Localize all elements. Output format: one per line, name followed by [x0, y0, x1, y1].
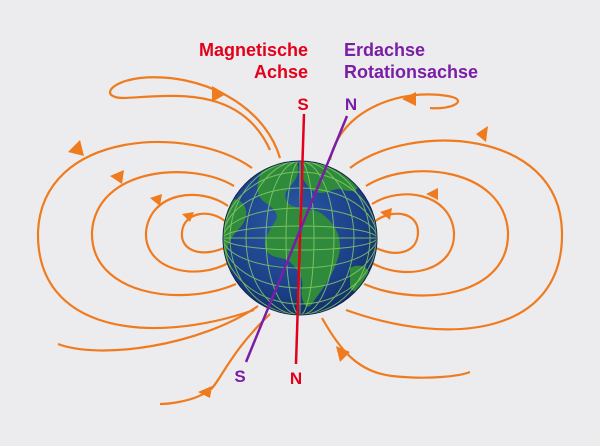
field-line-left-3	[90, 171, 237, 297]
field-arrows	[68, 86, 488, 398]
field-arrow-icon	[426, 188, 438, 200]
field-line-left-4	[36, 140, 255, 330]
magnetic-pole-bottom-label: N	[290, 369, 302, 388]
field-arrow-icon	[336, 346, 350, 362]
magnetic-pole-top-label: S	[297, 95, 308, 114]
field-arrow-icon	[212, 86, 226, 102]
field-line-right-3	[363, 170, 510, 297]
field-line-right-6	[321, 317, 471, 379]
field-line-right-1	[373, 212, 420, 254]
earth-axis-title-line1: Erdachse	[344, 40, 425, 60]
earth-pole-top-label: N	[345, 95, 357, 114]
field-arrow-icon	[150, 194, 162, 206]
field-line-left-7	[57, 305, 259, 352]
magnetic-axis-title-line2: Achse	[254, 62, 308, 82]
earth-globe-icon	[222, 160, 378, 316]
field-arrow-icon	[476, 126, 488, 142]
field-line-right-4	[345, 139, 564, 331]
earth-pole-bottom-label: S	[234, 367, 245, 386]
field-line-right-2	[369, 193, 456, 274]
field-arrow-icon	[380, 208, 392, 220]
field-line-left-1	[180, 212, 227, 254]
field-arrow-icon	[182, 212, 194, 222]
earth-axis-line	[244, 115, 349, 363]
field-arrow-icon	[402, 92, 416, 106]
field-line-right-5	[328, 93, 460, 161]
magnetic-axis-title-line1: Magnetische	[199, 40, 308, 60]
field-arrow-icon	[110, 170, 124, 184]
magnetic-axis-line	[294, 113, 306, 365]
field-arrow-icon	[198, 386, 212, 398]
earth-axis-title-line2: Rotationsachse	[344, 62, 478, 82]
field-line-left-2	[144, 193, 231, 273]
field-arrow-icon	[68, 140, 84, 156]
